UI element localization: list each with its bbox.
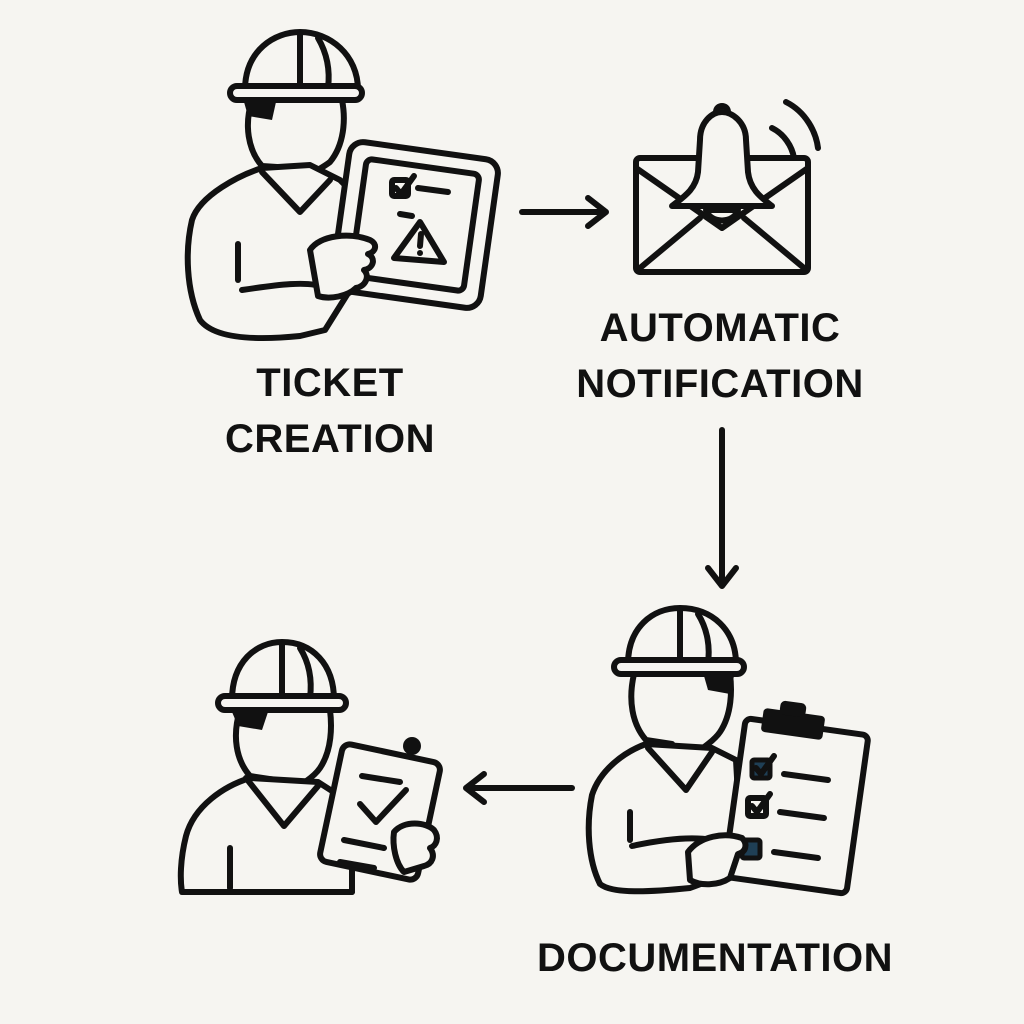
ticket-creation-label-line1: TICKET [256, 361, 404, 405]
automatic-notification-label: AUTOMATIC NOTIFICATION [540, 300, 900, 412]
arrow-down [705, 427, 739, 589]
worker-with-clipboard-icon [585, 605, 871, 897]
automatic-notification-label-line2: NOTIFICATION [576, 362, 864, 406]
documentation-label: DOCUMENTATION [500, 930, 930, 986]
arrow-right [519, 195, 609, 229]
automatic-notification-label-line1: AUTOMATIC [599, 306, 841, 350]
envelope-bell-icon [633, 99, 821, 275]
worker-with-checklist-icon [177, 639, 443, 895]
ticket-creation-label-line2: CREATION [225, 417, 435, 461]
worker-with-tablet-icon [184, 29, 501, 342]
ticket-creation-label: TICKET CREATION [190, 355, 470, 467]
arrow-left [463, 771, 575, 805]
documentation-label-line1: DOCUMENTATION [536, 936, 894, 980]
